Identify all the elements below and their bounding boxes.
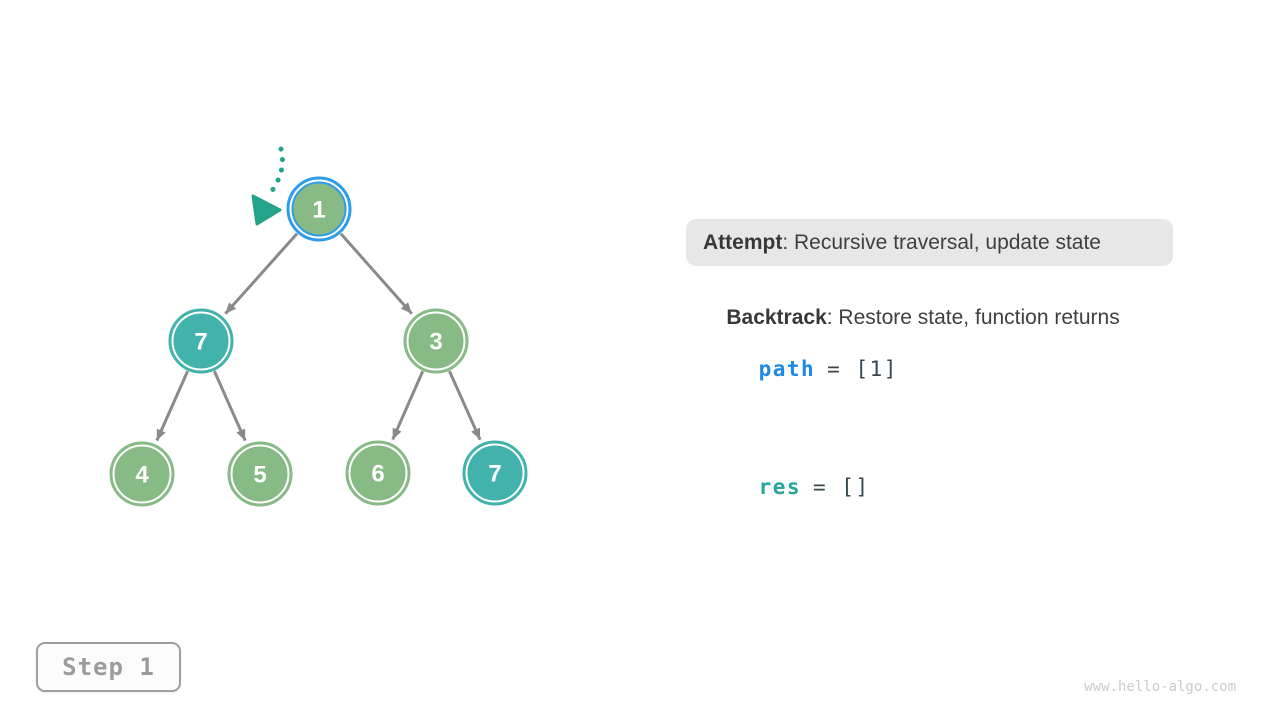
- node-value: 4: [135, 462, 149, 489]
- tree-node-5: 5: [227, 441, 293, 507]
- path-variable-line: path = [1]: [702, 333, 898, 405]
- node-circle: [467, 445, 523, 501]
- backtrack-text: : Restore state, function returns: [826, 306, 1120, 329]
- tree-node-1-active: 1: [286, 176, 352, 242]
- node-value: 1: [312, 197, 325, 224]
- tree-node-7: 7: [168, 308, 234, 374]
- node-value: 7: [488, 461, 501, 488]
- res-variable-value: = []: [813, 475, 870, 499]
- node-circle: [232, 446, 288, 502]
- tree-edge: [155, 370, 189, 442]
- node-value: 3: [429, 329, 442, 356]
- step-badge-label: Step 1: [62, 653, 155, 681]
- attempt-callout: Attempt: Recursive traversal, update sta…: [686, 219, 1173, 266]
- node-circle: [173, 313, 229, 369]
- backtrack-label: Backtrack: [726, 306, 827, 329]
- res-variable-line: res = []: [702, 451, 870, 523]
- watermark: www.hello-algo.com: [1084, 679, 1236, 695]
- tree-edge: [224, 232, 299, 315]
- tree-edges: [155, 232, 482, 442]
- attempt-label: Attempt: [703, 230, 783, 254]
- path-variable-name: path: [758, 357, 816, 381]
- tree-edge: [339, 232, 413, 315]
- node-circle: [291, 181, 347, 237]
- node-value: 7: [194, 329, 207, 356]
- tree-edge: [213, 370, 247, 442]
- node-value: 6: [371, 461, 384, 488]
- res-variable-name: res: [758, 475, 802, 499]
- node-value: 5: [253, 462, 266, 489]
- backtrack-line: Backtrack: Restore state, function retur…: [703, 282, 1120, 354]
- dotted-arrow-icon: [251, 146, 285, 226]
- node-circle: [350, 445, 406, 501]
- attempt-text: : Recursive traversal, update state: [782, 230, 1101, 254]
- tree-node-6: 6: [345, 440, 411, 506]
- step-badge: Step 1: [36, 642, 181, 692]
- tree-edge: [448, 370, 482, 441]
- node-circle: [408, 313, 464, 369]
- tree-node-3: 3: [403, 308, 469, 374]
- path-variable-value: = [1]: [827, 357, 898, 381]
- tree-edge: [391, 370, 425, 441]
- tree-node-7: 7: [462, 440, 528, 506]
- node-circle: [114, 446, 170, 502]
- tree-node-4: 4: [109, 441, 175, 507]
